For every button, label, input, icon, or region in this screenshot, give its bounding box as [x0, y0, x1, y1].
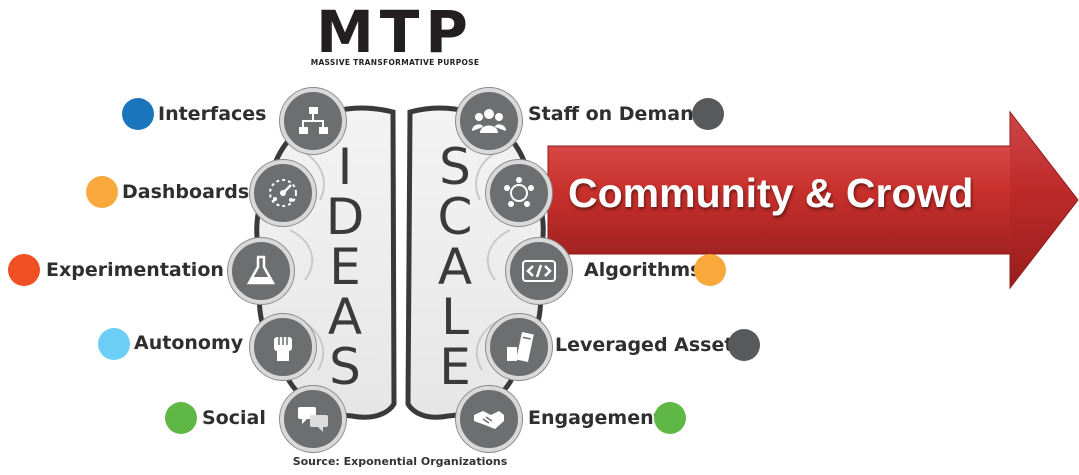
ideas-letter-4: A — [327, 288, 363, 346]
algorithms-dot — [694, 254, 726, 286]
rental-building-icon — [486, 314, 552, 380]
arrow-label: Community & Crowd — [568, 170, 974, 216]
ideas-letter-3: E — [329, 238, 361, 296]
handshake-icon — [456, 386, 522, 452]
scale-letter-1: S — [439, 138, 471, 196]
mtp-title: MTP — [316, 0, 474, 66]
flowchart-icon — [280, 88, 346, 154]
label-autonomy: Autonomy — [134, 332, 244, 354]
label-social: Social — [202, 407, 266, 429]
dashboard-dial-icon — [250, 160, 316, 226]
engagement-dot — [654, 402, 686, 434]
mtp-subtitle: MASSIVE TRANSFORMATIVE PURPOSE — [310, 58, 480, 67]
label-interfaces: Interfaces — [158, 103, 267, 125]
people-group-icon — [456, 88, 522, 154]
speech-bubbles-icon — [280, 386, 346, 452]
experimentation-dot — [8, 254, 40, 286]
code-brackets-icon — [506, 238, 572, 304]
social-dot — [165, 402, 197, 434]
scale-letter-5: E — [439, 338, 471, 396]
label-engagement: Engagement — [528, 407, 663, 429]
label-algorithms: Algorithms — [584, 259, 702, 281]
scale-letter-3: A — [437, 238, 473, 296]
ideas-letter-5: S — [329, 338, 361, 396]
flask-icon — [228, 238, 294, 304]
community-circle-icon — [486, 160, 552, 226]
label-dashboards: Dashboards — [122, 181, 250, 203]
label-leveraged-assets: Leveraged Assets — [555, 334, 745, 356]
autonomy-dot — [98, 328, 130, 360]
scale-letter-4: L — [441, 288, 469, 346]
ideas-letter-2: D — [325, 188, 365, 246]
scale-letter-2: C — [437, 188, 473, 246]
label-experimentation: Experimentation — [46, 259, 224, 281]
leveraged-assets-dot — [728, 329, 760, 361]
label-staff-on-demand: Staff on Demand — [528, 103, 708, 125]
ideas-letter-1: I — [337, 138, 353, 196]
community-crowd-arrow — [547, 110, 1079, 290]
fist-icon — [250, 314, 316, 380]
interfaces-dot — [122, 98, 154, 130]
dashboards-dot — [86, 176, 118, 208]
staff-on-demand-dot — [692, 98, 724, 130]
source-caption: Source: Exponential Organizations — [292, 455, 508, 468]
